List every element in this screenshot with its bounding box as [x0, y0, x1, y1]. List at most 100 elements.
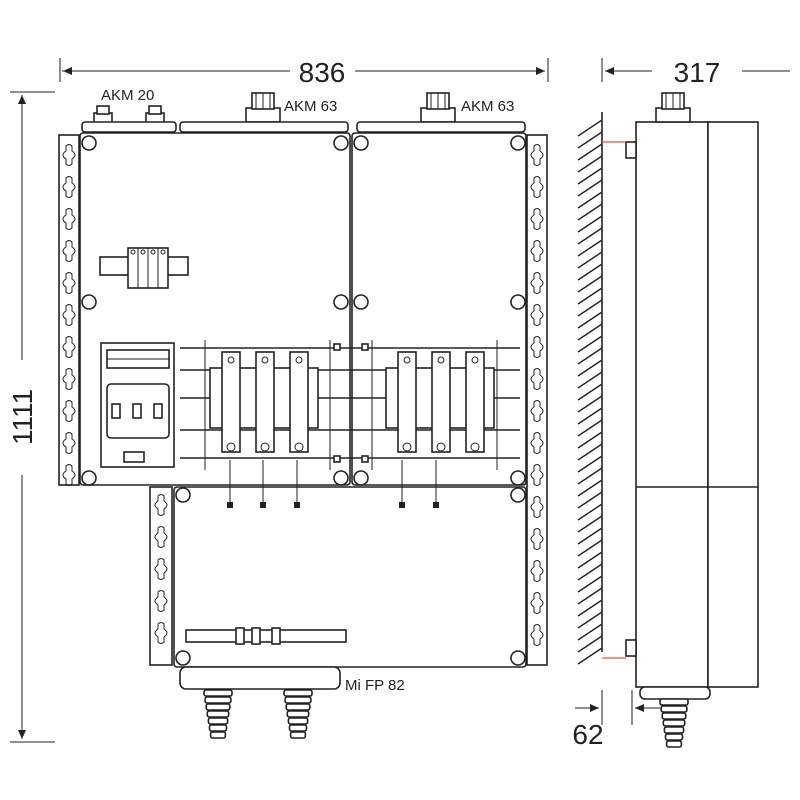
hatch-line: [577, 299, 603, 317]
hatch-line: [577, 575, 603, 593]
hatch-line: [577, 179, 603, 197]
rail-slot: [530, 304, 544, 326]
hatch-line: [577, 191, 603, 209]
hatch-line: [577, 227, 603, 245]
hatch-line: [577, 479, 603, 497]
hatch-line: [577, 599, 603, 617]
rail-slot: [154, 590, 168, 612]
hatch-line: [577, 203, 603, 221]
gland-ring: [207, 717, 229, 725]
gland-ring: [287, 717, 309, 725]
gland-ring: [286, 710, 310, 718]
hatch-line: [577, 239, 603, 257]
main-switch: [100, 342, 175, 468]
gland-ring: [284, 696, 312, 704]
hatch-line: [577, 503, 603, 521]
hatch-line: [577, 563, 603, 581]
rail-slot: [62, 464, 76, 486]
hatch-line: [577, 119, 603, 137]
fuse-units-left: [209, 351, 319, 453]
gland-ring: [664, 733, 684, 741]
gland-ring: [663, 726, 685, 734]
hatch-line: [577, 587, 603, 605]
hatch-line: [577, 419, 603, 437]
hatch-line: [577, 515, 603, 533]
label-akm63-right: AKM 63: [461, 98, 514, 115]
rail-slot: [154, 622, 168, 644]
gland-ring: [285, 703, 311, 711]
rail-slot: [530, 592, 544, 614]
hatch-line: [577, 443, 603, 461]
rail-slot: [530, 208, 544, 230]
label-mi-fp-82: Mi FP 82: [345, 677, 405, 694]
rail-slot: [62, 272, 76, 294]
right-mounting-rail: [526, 134, 548, 666]
fuse-units-right: [385, 351, 495, 453]
rail-slot: [62, 400, 76, 422]
gland-ring: [283, 689, 313, 697]
rail-slot: [154, 558, 168, 580]
gland-ring: [203, 689, 233, 697]
rail-slot: [530, 528, 544, 550]
height-value: 1111: [7, 389, 38, 445]
hatch-line: [577, 143, 603, 161]
depth-value: 317: [674, 57, 721, 88]
rail-slot: [62, 304, 76, 326]
rail-slot: [530, 400, 544, 422]
hatch-line: [577, 275, 603, 293]
offset-value: 62: [572, 719, 603, 750]
hatch-line: [577, 251, 603, 269]
hatch-line: [577, 167, 603, 185]
bottom-gland-plate: [179, 666, 341, 739]
rail-slot: [530, 496, 544, 518]
rail-slot: [530, 176, 544, 198]
gland-ring: [661, 712, 687, 720]
hatch-line: [577, 467, 603, 485]
rail-slot: [62, 240, 76, 262]
hatch-line: [577, 311, 603, 329]
gland-ring: [209, 731, 227, 739]
top-cable-glands: [81, 92, 526, 133]
width-dimension: 836: [59, 57, 549, 88]
rail-slot: [530, 336, 544, 358]
rail-slot: [530, 144, 544, 166]
hatch-line: [577, 395, 603, 413]
rail-slot: [530, 560, 544, 582]
rail-slot: [530, 272, 544, 294]
height-dimension: 1111: [7, 91, 55, 743]
gland-ring: [205, 703, 231, 711]
hatch-line: [577, 383, 603, 401]
gland-ring: [289, 731, 307, 739]
hatch-line: [577, 371, 603, 389]
gland-ring: [665, 740, 683, 748]
rail-slot: [62, 208, 76, 230]
hatch-line: [577, 431, 603, 449]
width-value: 836: [299, 57, 346, 88]
rail-slot: [530, 432, 544, 454]
rail-slot: [530, 624, 544, 646]
hatch-line: [577, 335, 603, 353]
gland-ring: [204, 696, 232, 704]
hatch-line: [577, 347, 603, 365]
hatch-line: [577, 287, 603, 305]
gland-ring: [659, 698, 689, 706]
rail-slot: [62, 432, 76, 454]
rail-slot: [154, 494, 168, 516]
rail-slot: [62, 368, 76, 390]
hatch-line: [577, 359, 603, 377]
hatch-line: [577, 323, 603, 341]
hatch-line: [577, 131, 603, 149]
hatch-line: [577, 539, 603, 557]
hatch-line: [577, 611, 603, 629]
gland-ring: [206, 710, 230, 718]
hatch-line: [577, 215, 603, 233]
offset-dimension: 62: [572, 690, 660, 750]
rail-slot: [62, 336, 76, 358]
terminal-block: [99, 247, 189, 289]
rail-slot: [530, 240, 544, 262]
hatch-line: [577, 155, 603, 173]
hatch-line: [577, 647, 603, 665]
label-akm20: AKM 20: [101, 87, 154, 104]
